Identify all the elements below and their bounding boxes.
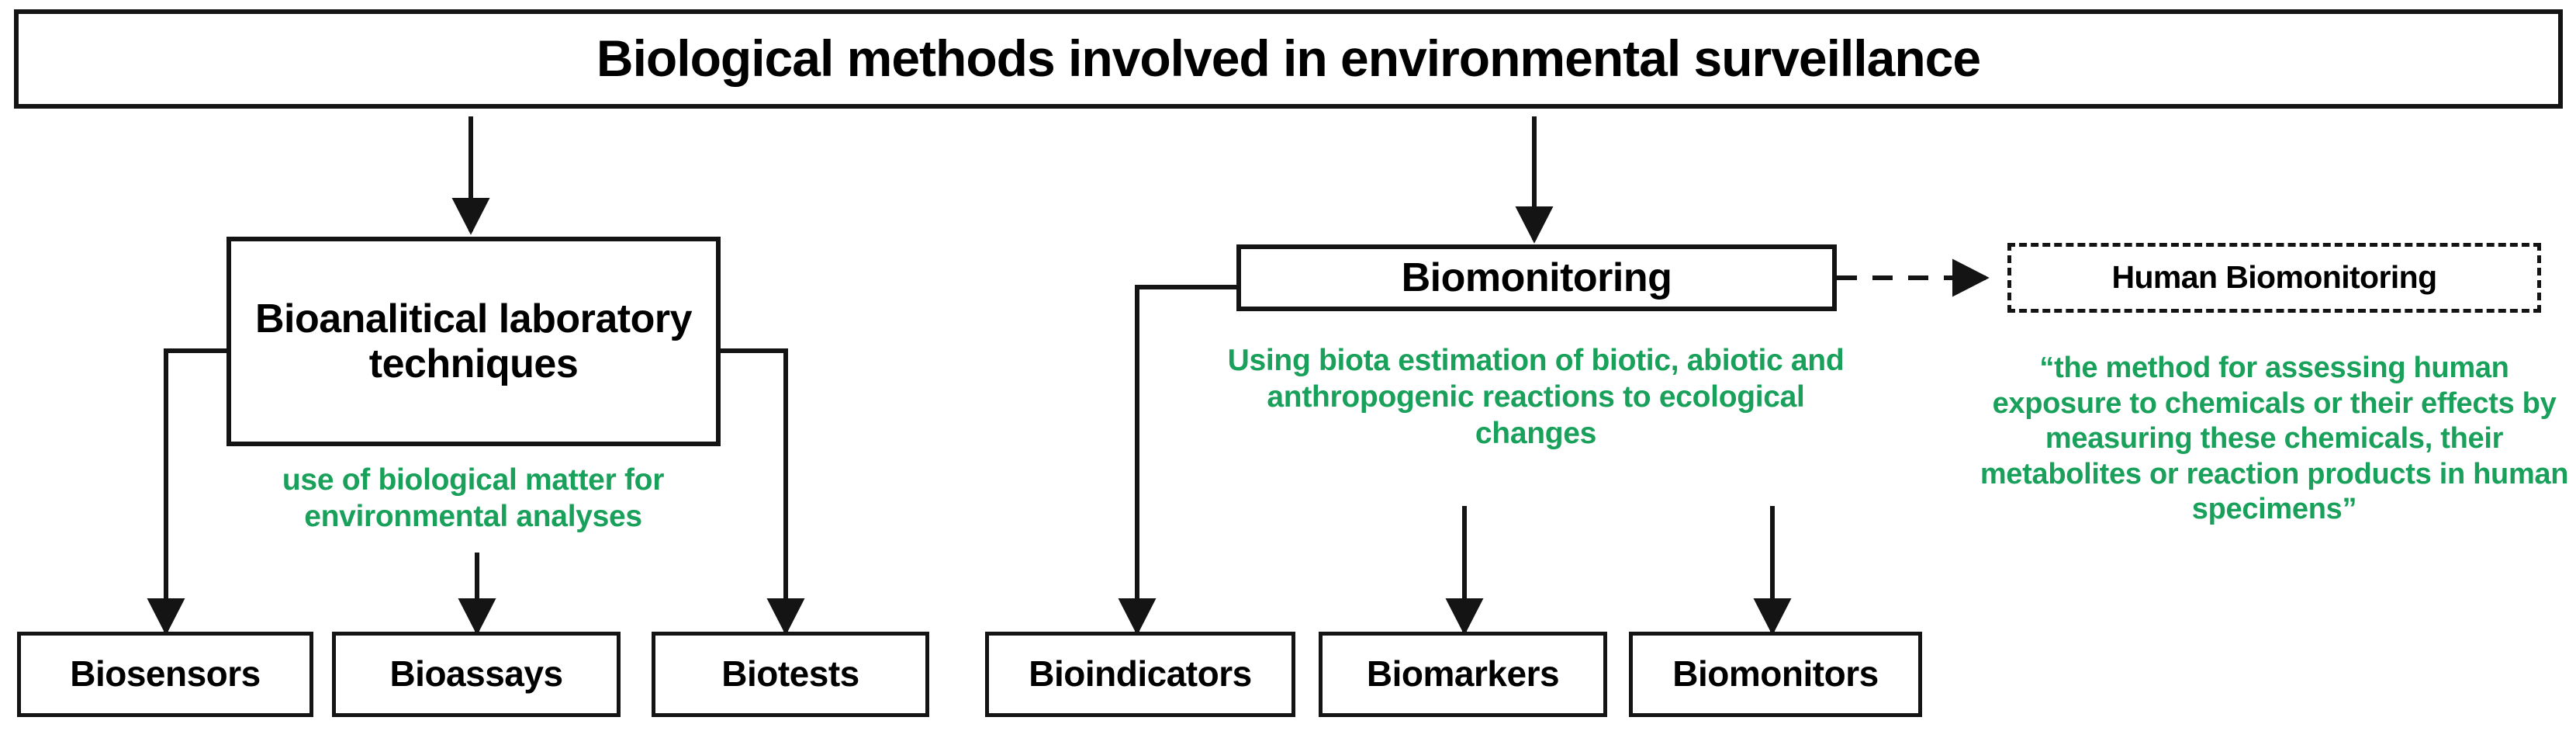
node-bioindicators-label: Bioindicators (1029, 653, 1252, 695)
node-bioindicators[interactable]: Bioindicators (985, 632, 1295, 717)
node-biomonitors[interactable]: Biomonitors (1629, 632, 1922, 717)
connector-biomonitoring-to-bioindicators (1118, 285, 1236, 636)
node-biomonitoring-label: Biomonitoring (1401, 255, 1672, 300)
node-bioanalytical-label: Bioanalitical laboratory techniques (254, 296, 693, 386)
node-biomarkers-label: Biomarkers (1366, 653, 1560, 695)
node-biosensors[interactable]: Biosensors (17, 632, 313, 717)
caption-biomonitoring-text: Using biota estimation of biotic, abioti… (1227, 344, 1845, 450)
node-biotests[interactable]: Biotests (652, 632, 929, 717)
node-biomonitors-label: Biomonitors (1672, 653, 1879, 695)
node-biosensors-label: Biosensors (70, 653, 261, 695)
node-bioassays[interactable]: Bioassays (332, 632, 621, 717)
node-human-biomonitoring[interactable]: Human Biomonitoring (2007, 243, 2541, 313)
node-biomarkers[interactable]: Biomarkers (1319, 632, 1607, 717)
node-bioanalytical-laboratory-techniques[interactable]: Bioanalitical laboratory techniques (226, 237, 721, 446)
node-biotests-label: Biotests (721, 653, 859, 695)
caption-human-biomonitoring: “the method for assessing human exposure… (1980, 351, 2569, 528)
caption-bioanalytical-text: use of biological matter for environment… (282, 463, 665, 533)
diagram-title-box: Biological methods involved in environme… (14, 9, 2563, 109)
node-human-biomonitoring-label: Human Biomonitoring (2111, 259, 2437, 296)
node-bioassays-label: Bioassays (389, 653, 563, 695)
page-title: Biological methods involved in environme… (596, 29, 1981, 88)
caption-bioanalytical: use of biological matter for environment… (195, 463, 751, 535)
caption-human-biomonitoring-text: “the method for assessing human exposure… (1980, 352, 2569, 526)
caption-biomonitoring: Using biota estimation of biotic, abioti… (1210, 343, 1862, 452)
node-biomonitoring[interactable]: Biomonitoring (1236, 244, 1837, 311)
